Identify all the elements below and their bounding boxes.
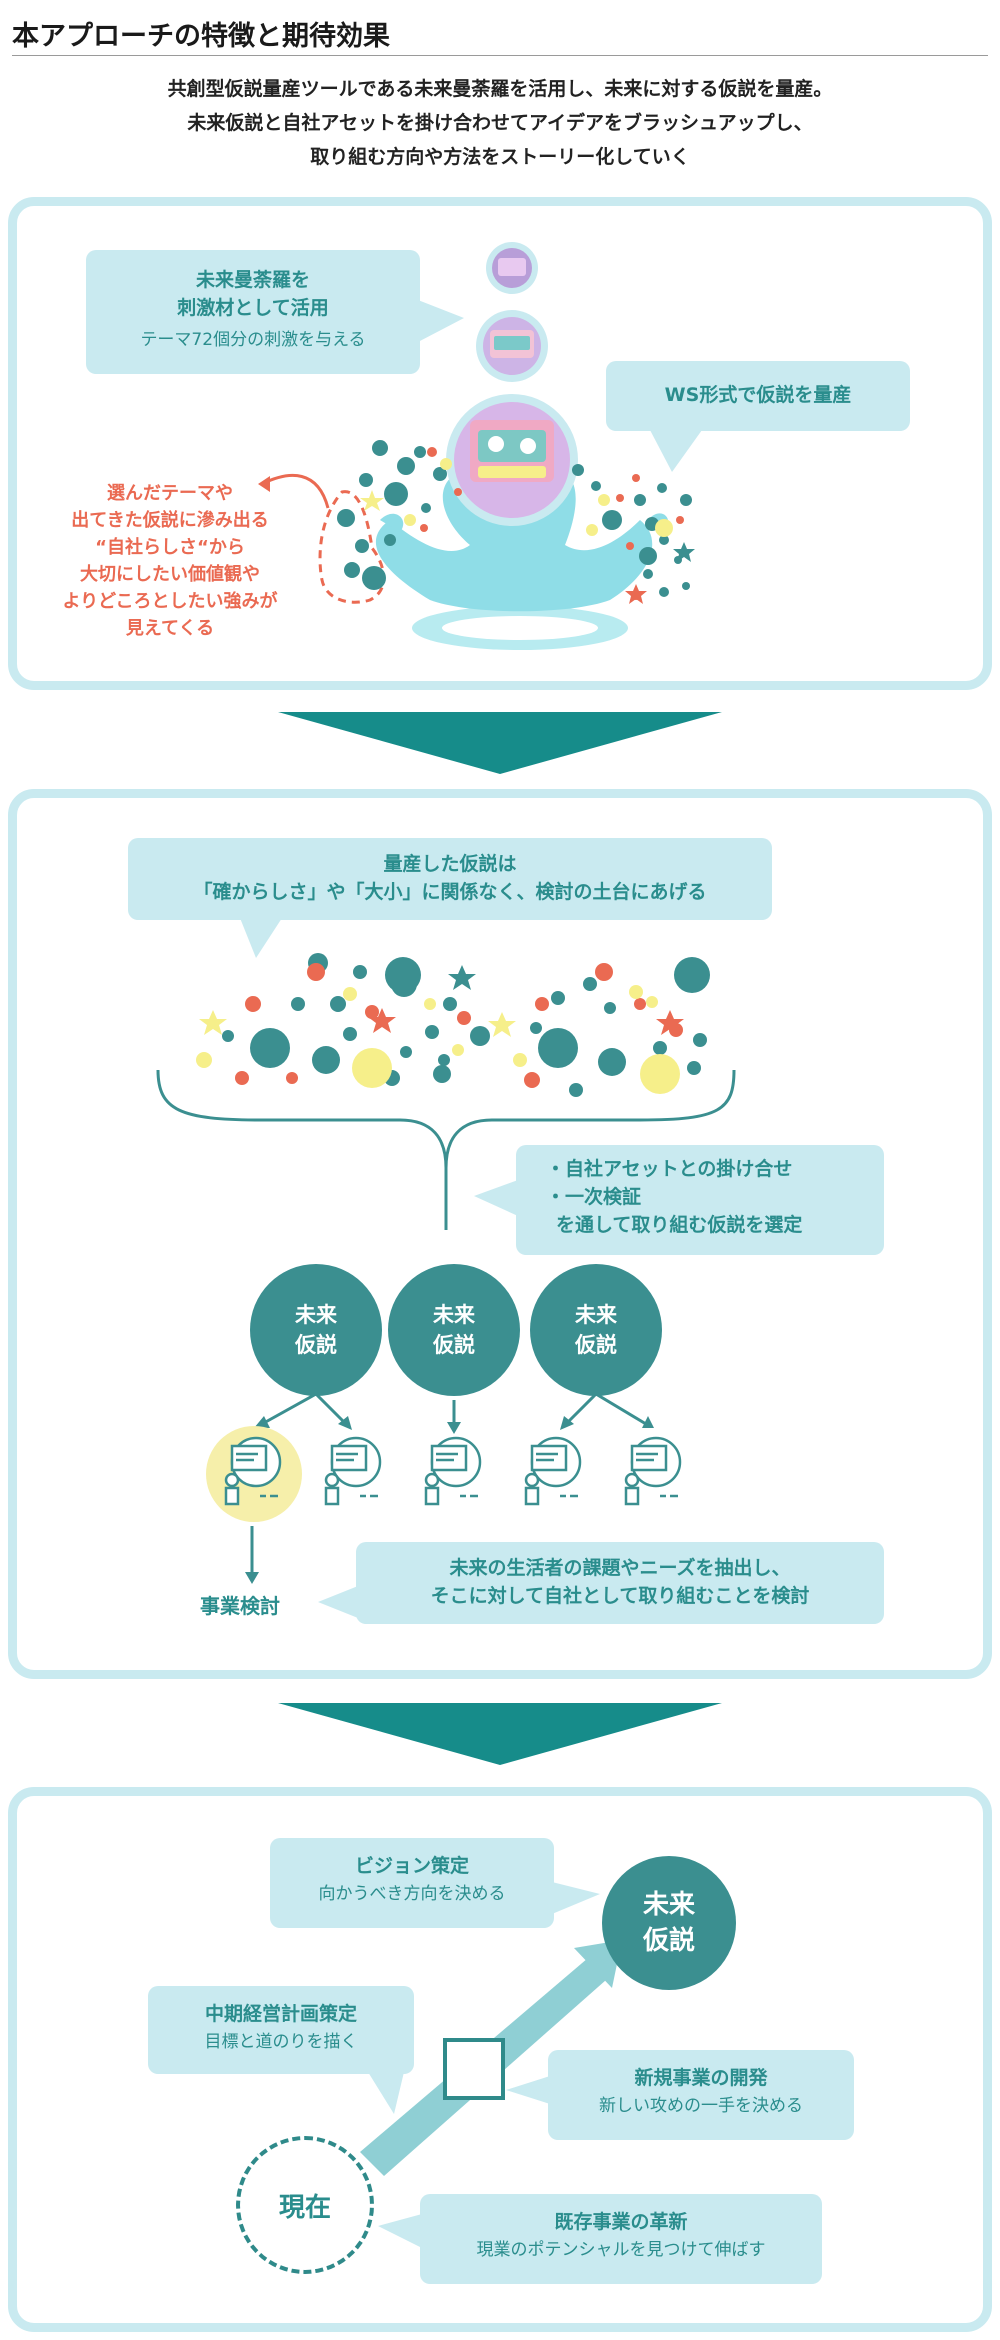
bubble-title: 新規事業の開発 bbox=[634, 2067, 768, 2089]
dashed-highlight bbox=[318, 490, 386, 604]
bubble-tail bbox=[240, 918, 282, 958]
bubble-title: そこに対して自社として取り組むことを検討 bbox=[430, 1585, 810, 1607]
circle-label: 未来 bbox=[433, 1303, 475, 1327]
bubble-tail bbox=[378, 2214, 422, 2248]
title-divider bbox=[12, 55, 988, 56]
circle-label: 未来 bbox=[575, 1303, 617, 1327]
note-line: 選んだテーマや bbox=[107, 483, 233, 504]
bubble-title: を通して取り組む仮説を選定 bbox=[556, 1214, 803, 1236]
bubble-ws-format: WS形式で仮説を量産 bbox=[606, 361, 910, 431]
note-line: 見えてくる bbox=[125, 618, 215, 639]
intro-line: 未来仮説と自社アセットを掛け合わせてアイデアをブラッシュアップし、 bbox=[187, 112, 813, 134]
bubble-tail bbox=[474, 1180, 518, 1216]
intro-line: 取り組む方向や方法をストーリー化していく bbox=[310, 146, 690, 168]
brace-connector bbox=[156, 1069, 736, 1230]
circle-label: 仮説 bbox=[433, 1333, 475, 1357]
bubble-tail bbox=[368, 2072, 404, 2114]
tree-arrows bbox=[245, 1392, 654, 1584]
note-line: 出てきた仮説に滲み出る bbox=[71, 510, 269, 531]
circle-label: 仮説 bbox=[642, 1926, 695, 1956]
note-line: “自社らしさ“から bbox=[95, 537, 245, 558]
bubble-mid-term-plan: 中期経営計画策定 目標と道のりを描く bbox=[148, 1986, 414, 2074]
current-state-circle: 現在 bbox=[236, 2136, 374, 2274]
hypothesis-dots bbox=[196, 953, 710, 1097]
circle-label: 仮説 bbox=[575, 1333, 617, 1357]
confetti-dots bbox=[337, 440, 695, 604]
bubble-mandala-stimulus: 未来曼荼羅を 刺激材として活用 テーマ72個分の刺激を与える bbox=[86, 250, 420, 374]
splash-graphic bbox=[375, 464, 669, 650]
bubble-vision: ビジョン策定 向かうべき方向を決める bbox=[270, 1838, 554, 1928]
bubble-tail bbox=[318, 1586, 358, 1618]
bubble-tail bbox=[506, 2076, 550, 2104]
bubble-subtitle: 向かうべき方向を決める bbox=[318, 1884, 506, 1904]
mandala-photo bbox=[446, 242, 578, 526]
intro-line: 共創型仮説量産ツールである未来曼荼羅を活用し、未来に対する仮説を量産。 bbox=[167, 78, 833, 100]
bubble-tail bbox=[552, 1882, 600, 1914]
milestone-square bbox=[443, 2038, 505, 2100]
bubble-bullet: ・一次検証 bbox=[546, 1186, 642, 1208]
future-hypothesis-circle: 未来 仮説 bbox=[250, 1264, 382, 1396]
presenter-icon bbox=[224, 1436, 282, 1506]
future-hypothesis-circle: 未来 仮説 bbox=[530, 1264, 662, 1396]
bubble-extract-needs: 未来の生活者の課題やニーズを抽出し、 そこに対して自社として取り組むことを検討 bbox=[356, 1542, 884, 1624]
presenter-icon bbox=[424, 1436, 482, 1506]
circle-label: 未来 bbox=[642, 1890, 695, 1920]
presenter-icon bbox=[524, 1436, 582, 1506]
bubble-bullet: ・自社アセットとの掛け合せ bbox=[546, 1158, 793, 1180]
bubble-select-hypotheses: ・自社アセットとの掛け合せ ・一次検証 を通して取り組む仮説を選定 bbox=[516, 1145, 884, 1255]
bubble-title: 中期経営計画策定 bbox=[204, 2003, 357, 2025]
bubble-tail bbox=[418, 300, 464, 342]
bubble-title: 刺激材として活用 bbox=[177, 297, 329, 319]
presenter-icon bbox=[624, 1436, 682, 1506]
bubble-subtitle: テーマ72個分の刺激を与える bbox=[140, 330, 366, 350]
bubble-subtitle: 現業のポテンシャルを見つけて伸ばす bbox=[476, 2240, 766, 2260]
bubble-new-business: 新規事業の開発 新しい攻めの一手を決める bbox=[548, 2050, 854, 2140]
presenter-icon bbox=[324, 1436, 382, 1506]
circle-label: 未来 bbox=[295, 1303, 337, 1327]
presenter-icons bbox=[224, 1436, 682, 1506]
self-likeness-note: 選んだテーマや 出てきた仮説に滲み出る “自社らしさ“から 大切にしたい価値観や… bbox=[30, 480, 310, 642]
bubble-title: 未来曼荼羅を bbox=[195, 269, 310, 291]
bubble-title: 「確からしさ」や「大小」に関係なく、検討の土台にあげる bbox=[193, 881, 707, 903]
future-hypothesis-circle: 未来 仮説 bbox=[388, 1264, 520, 1396]
page-title: 本アプローチの特徴と期待効果 bbox=[12, 21, 390, 52]
intro-text: 共創型仮説量産ツールである未来曼荼羅を活用し、未来に対する仮説を量産。 未来仮説… bbox=[0, 72, 1000, 174]
bubble-title: ビジョン策定 bbox=[354, 1855, 469, 1877]
note-line: 大切にしたい価値観や bbox=[80, 564, 260, 585]
note-line: よりどころとしたい強みが bbox=[62, 591, 278, 612]
bubble-title: 未来の生活者の課題やニーズを抽出し、 bbox=[449, 1557, 791, 1579]
bubble-subtitle: 目標と道のりを描く bbox=[204, 2032, 358, 2052]
bubble-existing-business: 既存事業の革新 現業のポテンシャルを見つけて伸ばす bbox=[420, 2194, 822, 2284]
bubble-subtitle: 新しい攻めの一手を決める bbox=[599, 2096, 803, 2116]
note-arrow bbox=[261, 473, 330, 509]
bubble-mass-hypotheses: 量産した仮説は 「確からしさ」や「大小」に関係なく、検討の土台にあげる bbox=[128, 838, 772, 920]
bubble-title: 既存事業の革新 bbox=[554, 2211, 688, 2233]
bubble-title: 量産した仮説は bbox=[383, 853, 517, 875]
bubble-title: WS形式で仮説を量産 bbox=[664, 384, 852, 406]
business-study-label: 事業検討 bbox=[200, 1594, 280, 1618]
future-hypothesis-target: 未来 仮説 bbox=[602, 1856, 736, 1990]
bubble-tail bbox=[650, 430, 702, 472]
circle-label: 仮説 bbox=[295, 1333, 337, 1357]
